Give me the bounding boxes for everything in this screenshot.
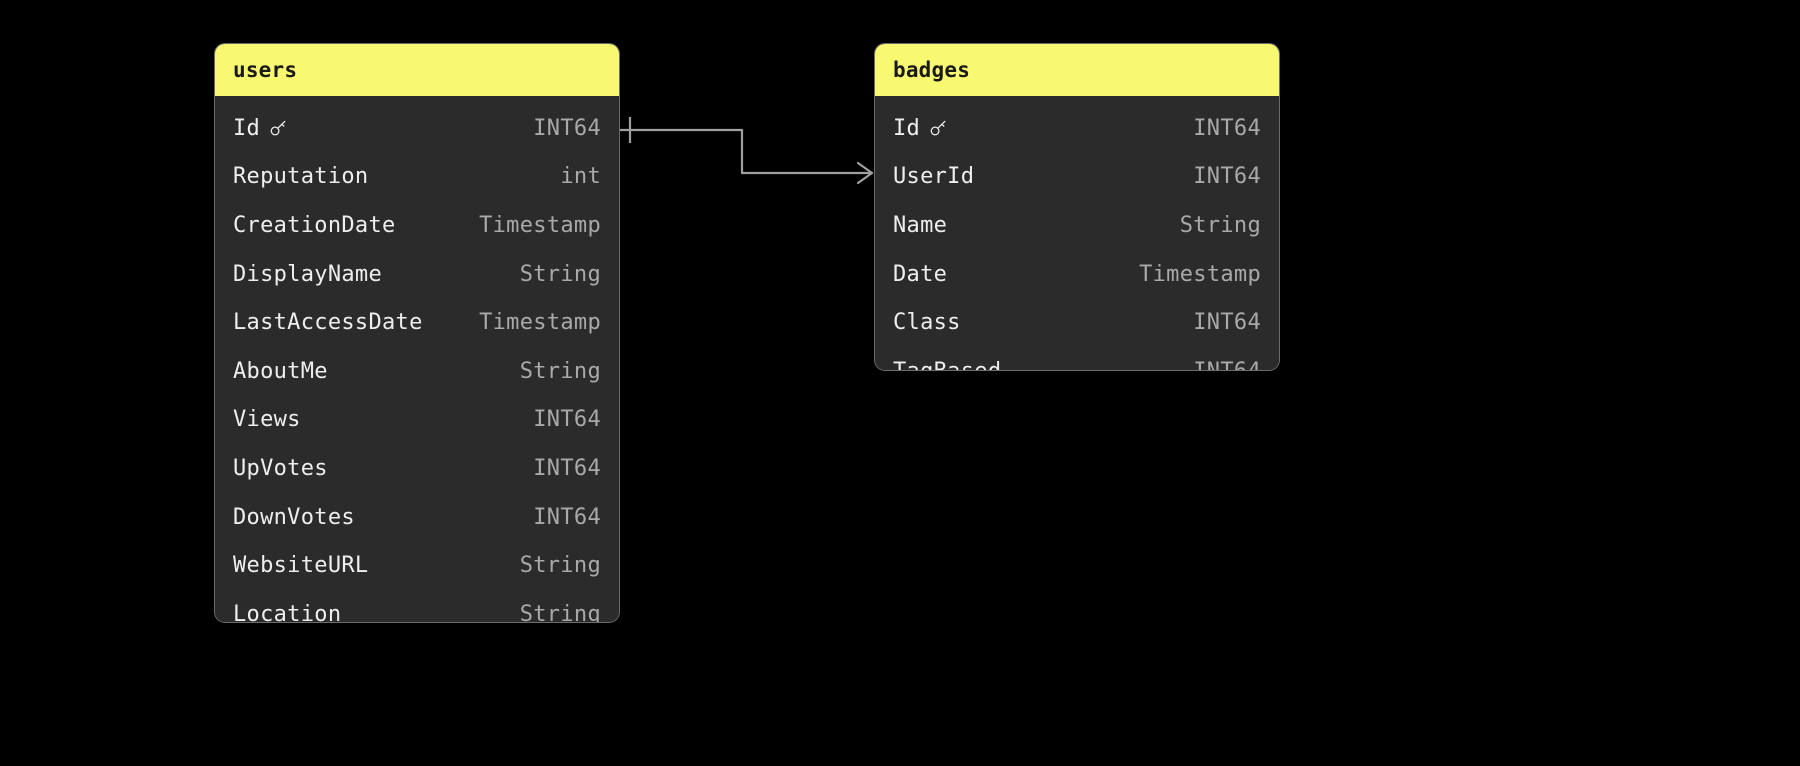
key-icon	[929, 119, 948, 138]
field-name-group: TagBased	[893, 359, 1001, 370]
field-row[interactable]: Id INT64	[875, 104, 1279, 153]
field-name: UpVotes	[233, 455, 328, 481]
field-name: Views	[233, 407, 301, 433]
field-name-group: AboutMe	[233, 359, 328, 384]
field-type: INT64	[533, 455, 601, 481]
field-name: Location	[233, 601, 342, 623]
field-name-group: Id	[893, 116, 948, 141]
field-name: Date	[893, 261, 948, 287]
field-type: Timestamp	[479, 212, 601, 238]
field-name-group: UserId	[893, 164, 974, 189]
field-type: INT64	[1193, 359, 1261, 370]
field-type: int	[560, 164, 601, 190]
field-row[interactable]: LastAccessDate Timestamp	[215, 298, 619, 347]
field-name-group: LastAccessDate	[233, 310, 423, 335]
field-name-group: Views	[233, 407, 301, 432]
field-type: Timestamp	[1139, 261, 1261, 287]
field-name: Id	[893, 115, 921, 141]
field-type: INT64	[533, 407, 601, 433]
field-name: AboutMe	[233, 358, 328, 384]
field-name: Name	[893, 212, 948, 238]
field-name: CreationDate	[233, 212, 396, 238]
field-name: DownVotes	[233, 504, 355, 530]
field-name-group: Date	[893, 262, 947, 287]
field-row[interactable]: DownVotes INT64	[215, 493, 619, 542]
field-row[interactable]: WebsiteURL String	[215, 541, 619, 590]
field-type: String	[519, 601, 601, 623]
field-type: String	[519, 358, 601, 384]
field-name-group: Name	[893, 213, 947, 238]
field-type: INT64	[533, 115, 601, 141]
field-row[interactable]: TagBased INT64	[875, 347, 1279, 370]
field-row[interactable]: Class INT64	[875, 298, 1279, 347]
field-row[interactable]: AboutMe String	[215, 347, 619, 396]
field-type: String	[1179, 212, 1261, 238]
field-type: Timestamp	[479, 310, 601, 336]
field-row[interactable]: Name String	[875, 201, 1279, 250]
field-name-group: CreationDate	[233, 213, 396, 238]
field-name-group: DisplayName	[233, 262, 382, 287]
field-name-group: Class	[893, 310, 961, 335]
field-name-group: Reputation	[233, 164, 368, 189]
field-type: INT64	[1193, 164, 1261, 190]
field-row[interactable]: UpVotes INT64	[215, 444, 619, 493]
field-row[interactable]: Location String	[215, 590, 619, 623]
entity-title-badges: badges	[875, 44, 1279, 96]
field-name: DisplayName	[233, 261, 382, 287]
field-type: INT64	[533, 504, 601, 530]
field-name: LastAccessDate	[233, 310, 423, 336]
field-type: INT64	[1193, 115, 1261, 141]
field-row[interactable]: Views INT64	[215, 396, 619, 445]
field-row[interactable]: CreationDate Timestamp	[215, 201, 619, 250]
field-name: TagBased	[893, 359, 1001, 370]
relationship-line-users-badges	[620, 128, 870, 175]
field-row[interactable]: Date Timestamp	[875, 250, 1279, 299]
field-row[interactable]: Reputation int	[215, 153, 619, 202]
field-name: Reputation	[233, 164, 369, 190]
field-name-group: WebsiteURL	[233, 553, 368, 578]
field-type: INT64	[1193, 310, 1261, 336]
field-name: WebsiteURL	[233, 553, 369, 579]
cardinality-many-marker	[856, 161, 874, 185]
field-row[interactable]: UserId INT64	[875, 153, 1279, 202]
key-icon	[269, 119, 288, 138]
field-row[interactable]: DisplayName String	[215, 250, 619, 299]
entity-title-users: users	[215, 44, 619, 96]
field-type: String	[519, 261, 601, 287]
field-name-group: DownVotes	[233, 505, 355, 530]
field-name-group: Location	[233, 601, 342, 623]
field-type: String	[519, 553, 601, 579]
field-name-group: Id	[233, 116, 288, 141]
field-name-group: UpVotes	[233, 456, 328, 481]
field-name: Id	[233, 115, 261, 141]
field-row[interactable]: Id INT64	[215, 104, 619, 153]
field-name: Class	[893, 310, 961, 336]
field-name: UserId	[893, 164, 975, 190]
